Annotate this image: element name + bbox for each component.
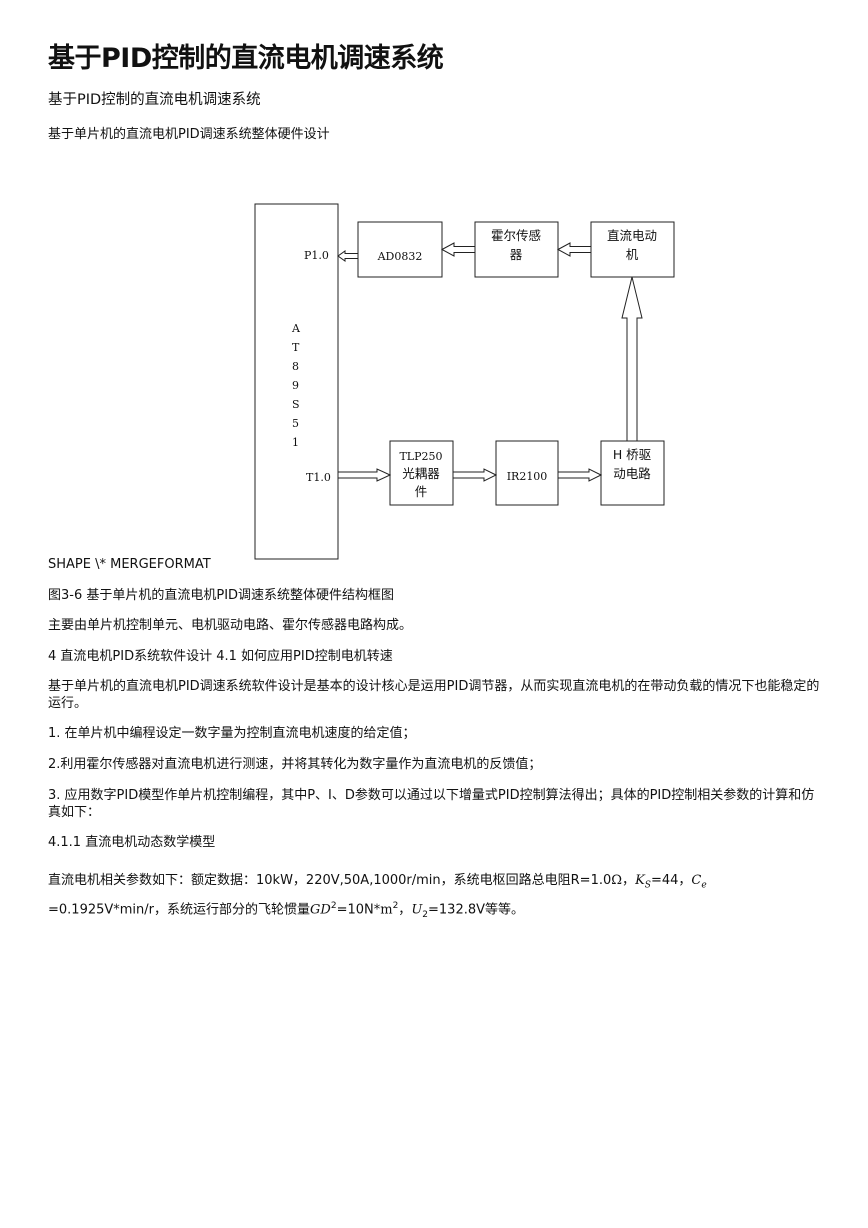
hall-sensor-label-1: 霍尔传感: [491, 228, 541, 243]
optocoupler-label-1: TLP250: [399, 450, 442, 463]
mcu-vertical-label: A T 8 9 S 5 1: [291, 322, 301, 449]
mcu-label-char: S: [292, 398, 300, 411]
separator: ，: [398, 902, 412, 918]
optocoupler-label-2: 光耦器: [402, 466, 440, 481]
ce-subscript: e: [701, 880, 707, 891]
gd-value: =10N*: [336, 902, 381, 918]
mcu-label-char: T: [292, 341, 300, 354]
arrow-hall-to-adc: [440, 242, 476, 257]
mcu-label-char: A: [291, 322, 301, 335]
ir2100-label: IR2100: [507, 470, 548, 483]
h-bridge-label-2: 动电路: [613, 466, 651, 481]
mcu-label-char: 8: [292, 360, 299, 373]
h-bridge-label-1: H 桥驱: [613, 447, 651, 462]
m-superscript: 2: [392, 901, 399, 911]
params-text: =0.1925V*min/r，系统运行部分的飞轮惯量: [48, 902, 311, 918]
page-title: 基于PID控制的直流电机调速系统: [48, 43, 444, 74]
ks-symbol: K: [635, 873, 645, 888]
section-heading: 基于单片机的直流电机PID调速系统整体硬件设计: [48, 127, 330, 142]
list-item: 1. 在单片机中编程设定一数字量为控制直流电机速度的给定值；: [48, 726, 416, 741]
h-bridge-block: [600, 440, 665, 506]
optocoupler-block: [389, 440, 454, 506]
adc-label: AD0832: [377, 250, 423, 263]
mcu-label-char: 5: [292, 417, 299, 430]
sub-heading: 4.1.1 直流电机动态数学模型: [48, 835, 216, 850]
subtitle: 基于PID控制的直流电机调速系统: [48, 92, 261, 108]
arrow-mcu-to-optocoupler: [337, 468, 392, 482]
ks-value: =44，: [650, 873, 692, 888]
motor-parameters-line-1: 直流电机相关参数如下：额定数据：10kW，220V,50A,1000r/min，…: [48, 872, 707, 895]
mcu-block: [254, 203, 339, 560]
arrow-motor-to-hall: [556, 242, 592, 257]
hall-sensor-block: [474, 221, 559, 278]
list-item: 3. 应用数字PID模型作单片机控制编程，其中P、I、D参数可以通过以下增量式P…: [48, 788, 815, 820]
omega-symbol: Ω: [611, 873, 623, 888]
arrow-adc-to-mcu: [337, 250, 359, 262]
u2-symbol: U: [411, 902, 423, 918]
paragraph: 主要由单片机控制单元、电机驱动电路、霍尔传感器电路构成。: [48, 618, 413, 633]
motor-parameters-line-2: =0.1925V*min/r，系统运行部分的飞轮惯量GD2=10N*m2，U2=…: [48, 898, 524, 924]
hardware-block-diagram: P1.0 T1.0 A T 8 9 S 5 1 AD0832 霍尔传感 器 直流…: [254, 203, 675, 560]
pin-t10-label: T1.0: [306, 471, 331, 484]
m-symbol: m: [380, 902, 393, 918]
hall-sensor-label-2: 器: [510, 247, 523, 262]
arrow-hbridge-to-motor: [621, 276, 643, 442]
ir2100-driver-block: [495, 440, 559, 506]
figure-caption: 图3-6 基于单片机的直流电机PID调速系统整体硬件结构框图: [48, 588, 395, 603]
gd-symbol: GD: [310, 902, 331, 918]
section-heading-4: 4 直流电机PID系统软件设计 4.1 如何应用PID控制电机转速: [48, 649, 393, 664]
mcu-label-char: 1: [292, 436, 299, 449]
gd-superscript: 2: [330, 901, 337, 911]
adc-block: [357, 221, 443, 278]
ce-symbol: C: [691, 873, 702, 888]
optocoupler-label-3: 件: [415, 484, 428, 499]
dc-motor-label-2: 机: [626, 247, 639, 262]
u2-subscript: 2: [422, 909, 429, 920]
params-text: 直流电机相关参数如下：额定数据：10kW，220V,50A,1000r/min，…: [48, 873, 612, 888]
dc-motor-label-1: 直流电动: [607, 228, 657, 243]
ks-subscript: S: [644, 880, 651, 891]
separator: ，: [622, 873, 636, 888]
arrow-optocoupler-to-ir2100: [452, 468, 498, 482]
paragraph: 基于单片机的直流电机PID调速系统软件设计是基本的设计核心是运用PID调节器，从…: [48, 679, 820, 711]
arrow-ir2100-to-hbridge: [557, 468, 603, 482]
mcu-label-char: 9: [292, 379, 299, 392]
params-text: =132.8V等等。: [428, 902, 525, 918]
shape-field-code: SHAPE \* MERGEFORMAT: [48, 557, 211, 572]
pin-p10-label: P1.0: [304, 249, 329, 262]
list-item: 2.利用霍尔传感器对直流电机进行测速，并将其转化为数字量作为直流电机的反馈值；: [48, 757, 542, 772]
